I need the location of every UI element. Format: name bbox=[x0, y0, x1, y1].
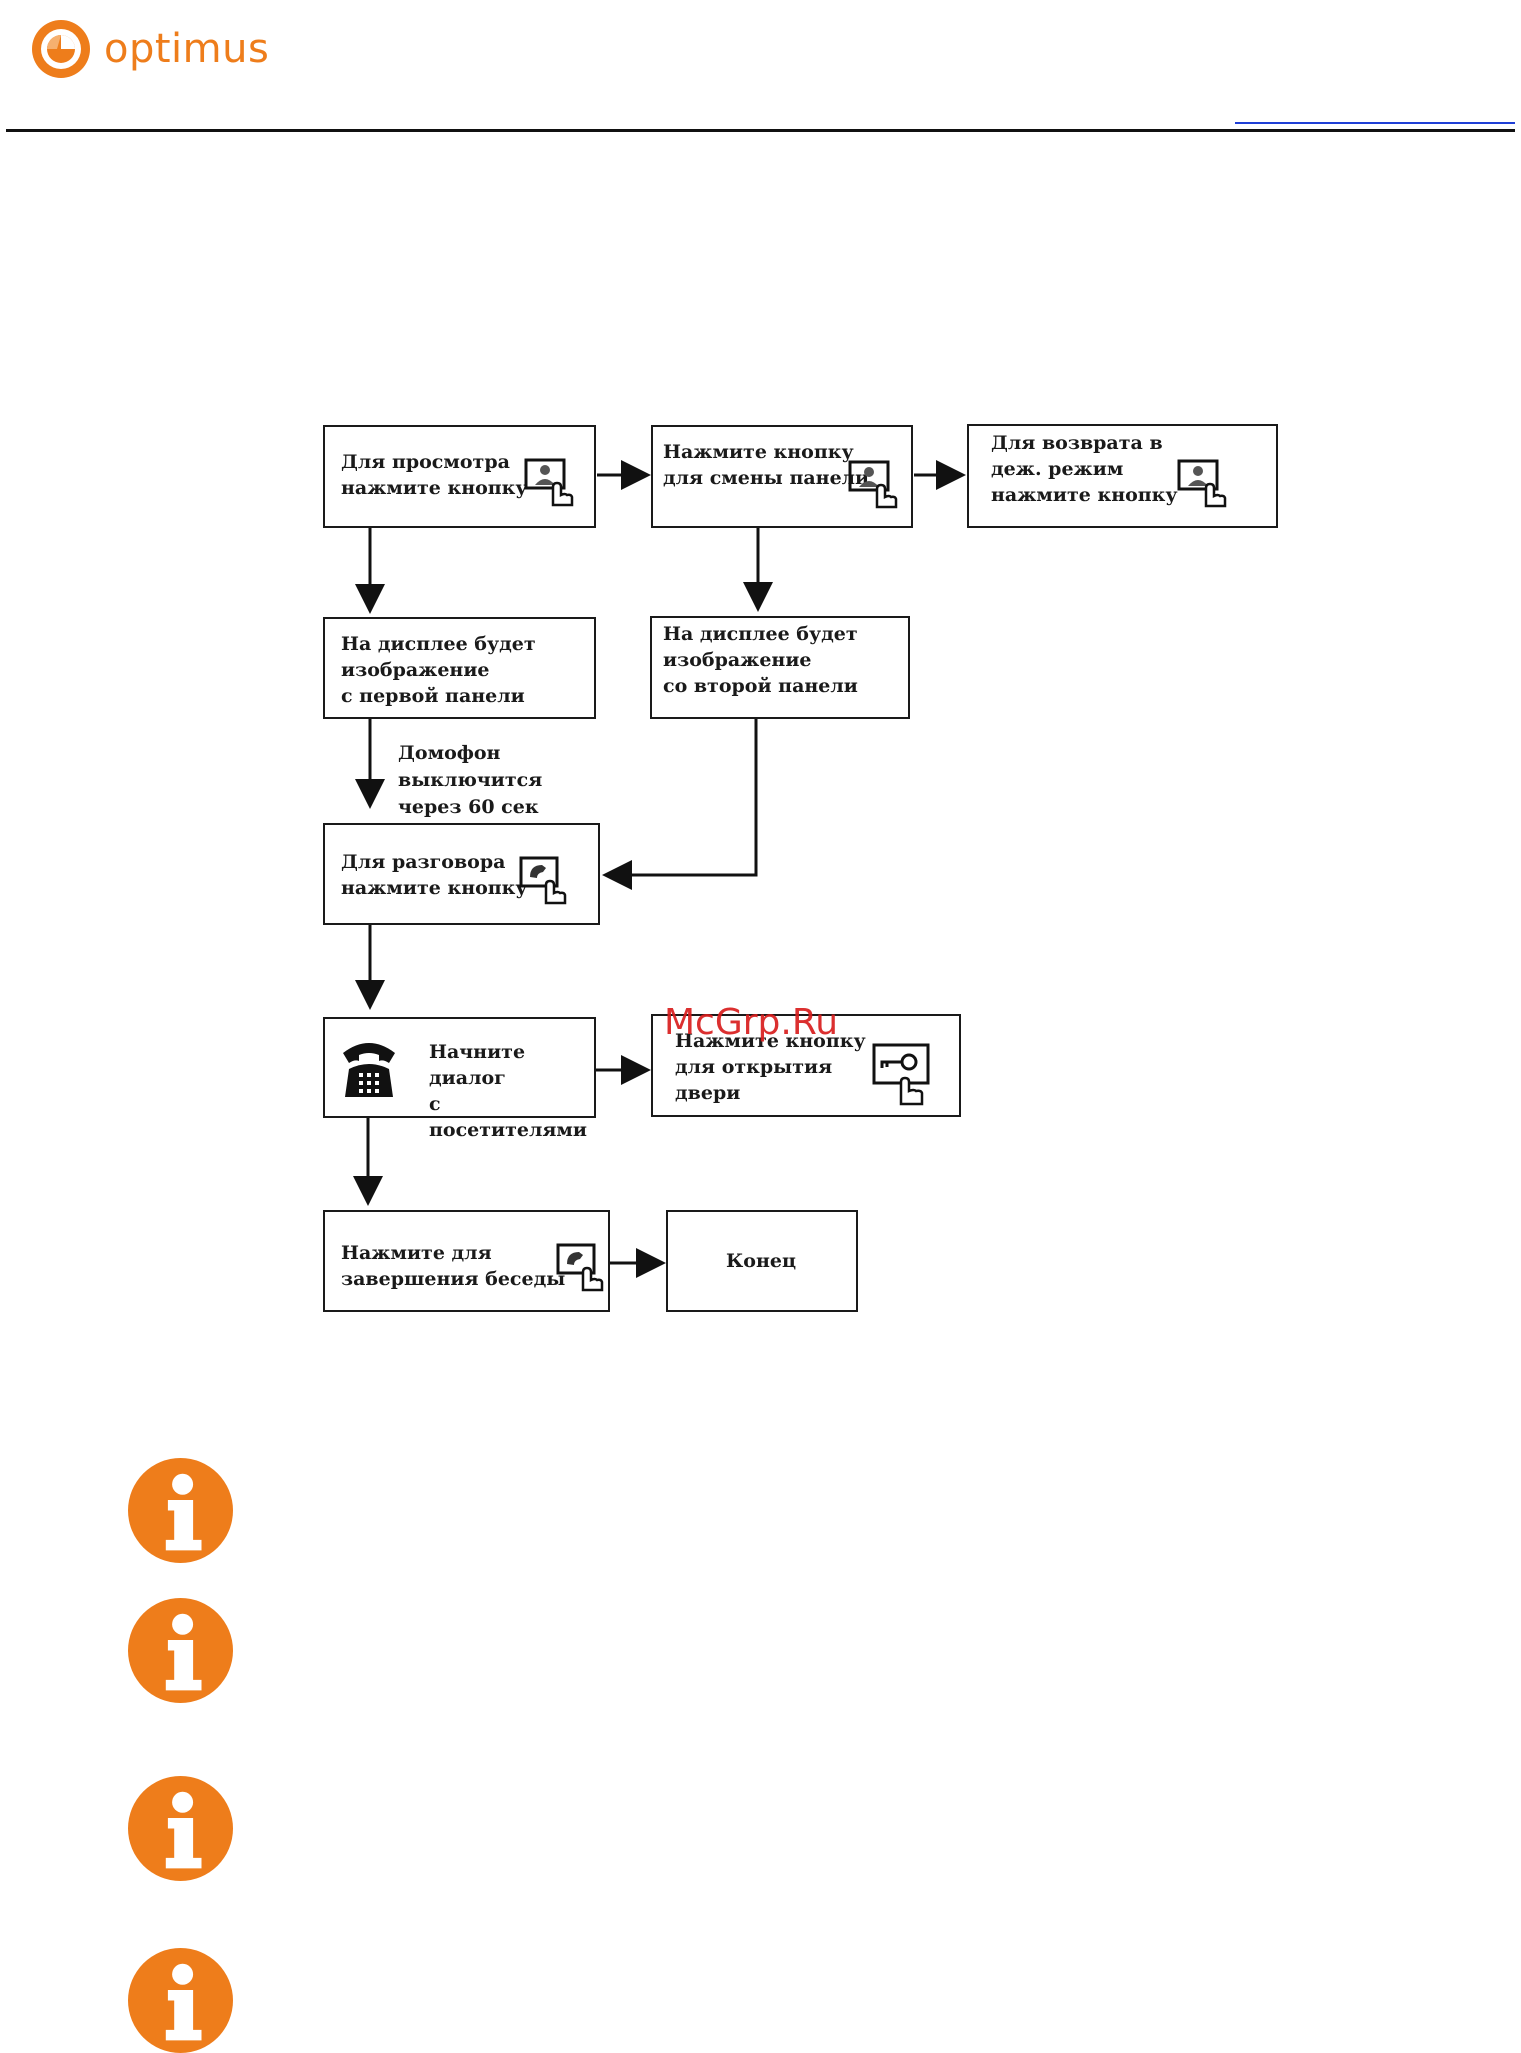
box-switch-panel-label: Нажмите кнопку для смены панели bbox=[663, 441, 870, 489]
watermark: McGrp.Ru bbox=[664, 1002, 839, 1043]
timeout-note: Домофон выключится через 60 сек bbox=[398, 742, 543, 818]
box-return-standby-label: Для возврата в деж. режим нажмите кнопку bbox=[991, 432, 1178, 506]
box-end-label: Конец bbox=[726, 1250, 796, 1272]
brand-name: optimus bbox=[104, 26, 270, 72]
box-start-dialog: Начните диалог с посетителями bbox=[323, 1017, 596, 1141]
box-display-first-label: На дисплее будет изображение с первой па… bbox=[341, 633, 536, 707]
box-view: Для просмотра нажмите кнопку bbox=[323, 425, 596, 528]
handset-hand-icon bbox=[556, 1243, 604, 1292]
box-display-second-label: На дисплее будет изображение со второй п… bbox=[663, 623, 858, 697]
box-start-dialog-label: Начните диалог с посетителями bbox=[429, 1041, 587, 1141]
info-icon bbox=[128, 1458, 233, 1563]
monitor-hand-icon bbox=[1177, 459, 1227, 508]
box-end-talk: Нажмите для завершения беседы bbox=[323, 1210, 610, 1312]
box-view-label: Для просмотра нажмите кнопку bbox=[341, 451, 528, 499]
box-open-door-label: Нажмите кнопку для открытия двери bbox=[675, 1030, 866, 1104]
box-talk: Для разговора нажмите кнопку bbox=[323, 823, 600, 925]
arrow-display-second-to-talk bbox=[602, 719, 758, 890]
box-end-talk-label: Нажмите для завершения беседы bbox=[341, 1242, 566, 1290]
info-icon bbox=[128, 1948, 233, 2053]
box-return-standby: Для возврата в деж. режим нажмите кнопку bbox=[967, 424, 1278, 528]
box-display-second: На дисплее будет изображение со второй п… bbox=[650, 616, 910, 719]
brand-logo: optimus bbox=[30, 18, 269, 80]
monitor-hand-icon bbox=[524, 458, 574, 507]
key-hand-icon bbox=[872, 1043, 930, 1106]
monitor-hand-icon bbox=[848, 460, 898, 509]
box-display-first: На дисплее будет изображение с первой па… bbox=[323, 617, 596, 719]
header-link[interactable] bbox=[1235, 108, 1515, 124]
box-switch-panel: Нажмите кнопку для смены панели bbox=[651, 425, 913, 528]
box-open-door: Нажмите кнопку для открытия двери bbox=[651, 1014, 961, 1117]
info-icon bbox=[128, 1598, 233, 1703]
box-talk-label: Для разговора нажмите кнопку bbox=[341, 851, 528, 899]
telephone-icon bbox=[343, 1043, 395, 1097]
box-end: Конец bbox=[666, 1210, 858, 1312]
handset-hand-icon bbox=[519, 856, 567, 905]
optimus-logo-icon bbox=[32, 20, 90, 78]
header-divider bbox=[6, 129, 1515, 132]
info-icon bbox=[128, 1776, 233, 1881]
